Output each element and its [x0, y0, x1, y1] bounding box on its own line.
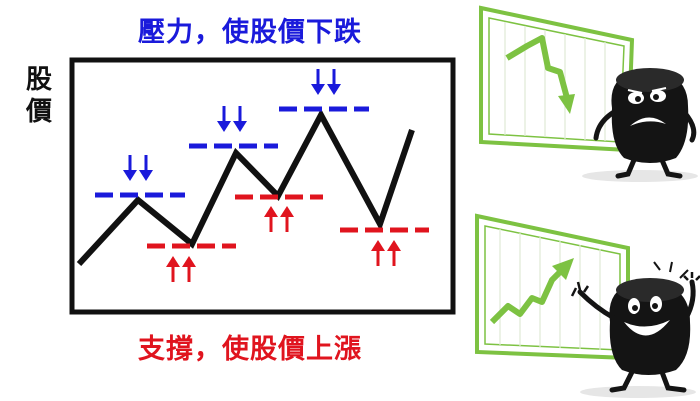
support-level-1: [147, 243, 236, 284]
happy-scene: [475, 213, 700, 398]
sad-scene: [479, 5, 698, 182]
down-arrows-icon: [309, 67, 343, 97]
down-arrows-icon: [121, 153, 155, 183]
falling-chart-board: [479, 5, 635, 153]
rising-trend-line: [489, 269, 563, 325]
falling-trend-line: [505, 35, 570, 99]
up-arrows-icon: [262, 204, 296, 234]
happy-character-icon: [570, 261, 700, 393]
down-arrow-icon: [558, 94, 575, 114]
up-arrow-icon: [552, 258, 574, 280]
y-axis-label: 股價: [25, 65, 52, 127]
resistance-level-3: [279, 67, 369, 112]
resistance-caption: 壓力，使股價下跌: [138, 17, 362, 48]
up-arrows-icon: [164, 254, 198, 284]
up-arrows-icon: [369, 238, 403, 268]
price-line: [76, 108, 415, 267]
chart-frame: [69, 57, 456, 315]
resistance-level-1: [95, 153, 185, 198]
support-level-2: [235, 194, 323, 234]
sad-character-icon: [593, 68, 697, 179]
support-caption: 支撐，使股價上漲: [138, 334, 362, 365]
support-level-3: [340, 227, 429, 268]
down-arrows-icon: [215, 104, 249, 134]
resistance-level-2: [189, 104, 278, 149]
